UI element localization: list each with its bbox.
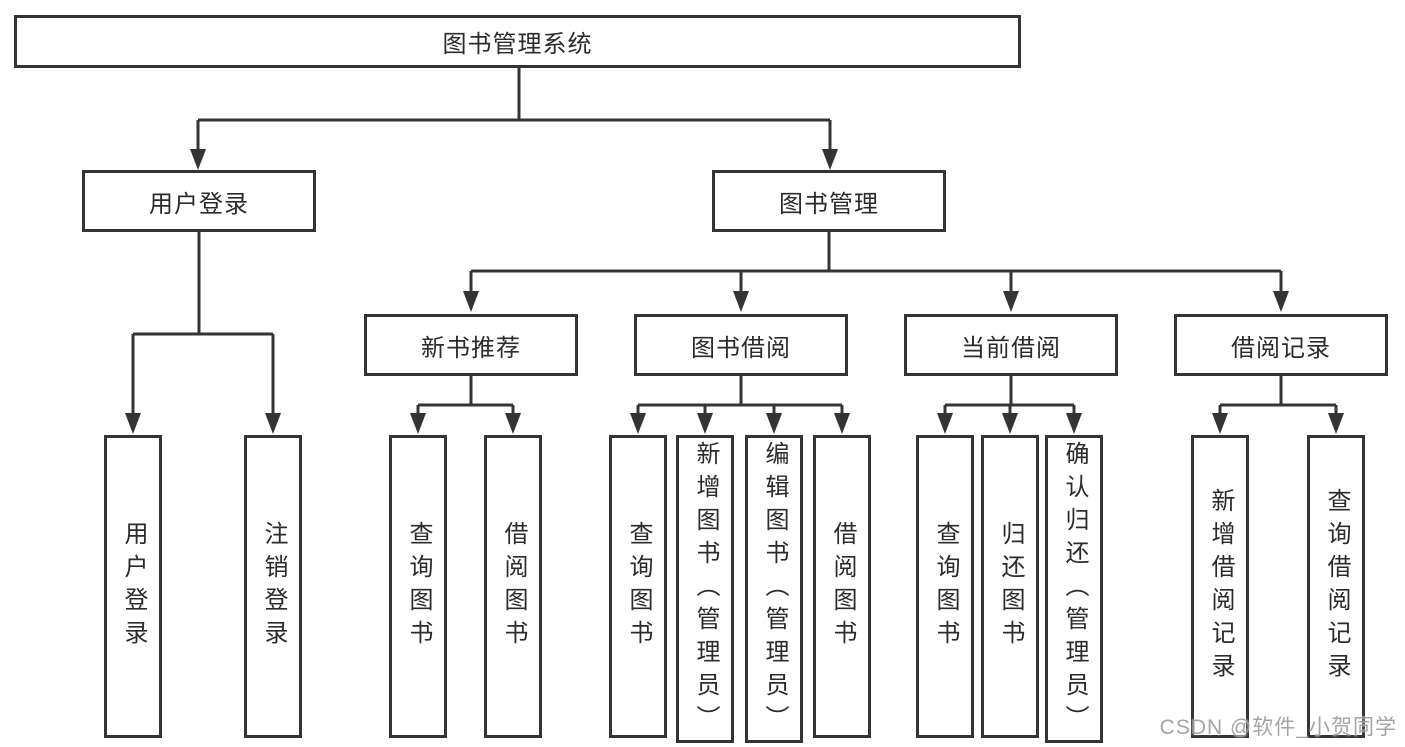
leaf-user-login: 用户登录	[104, 435, 162, 738]
leaf-query-books-current: 查询图书	[916, 435, 974, 738]
node-user-login: 用户登录	[82, 170, 316, 232]
node-library-system: 图书管理系统	[14, 15, 1021, 68]
leaf-query-borrow-record: 查询借阅记录	[1307, 435, 1365, 738]
leaf-confirm-return-admin: 确认归还（管理员）	[1045, 435, 1103, 743]
node-book-borrowing: 图书借阅	[634, 314, 848, 376]
leaf-borrow-books: 借阅图书	[813, 435, 871, 738]
node-borrow-records: 借阅记录	[1174, 314, 1388, 376]
leaf-return-books: 归还图书	[981, 435, 1039, 738]
leaf-logout: 注销登录	[244, 435, 302, 738]
leaf-add-books-admin: 新增图书（管理员）	[676, 435, 734, 743]
node-new-book-recommend: 新书推荐	[364, 314, 578, 376]
leaf-query-books-recommend: 查询图书	[389, 435, 447, 738]
leaf-borrow-books-recommend: 借阅图书	[484, 435, 542, 738]
leaf-query-books-borrow: 查询图书	[609, 435, 667, 738]
leaf-add-borrow-record: 新增借阅记录	[1191, 435, 1249, 738]
node-book-management: 图书管理	[712, 170, 946, 232]
leaf-edit-books-admin: 编辑图书（管理员）	[745, 435, 803, 743]
node-current-borrowing: 当前借阅	[904, 314, 1118, 376]
